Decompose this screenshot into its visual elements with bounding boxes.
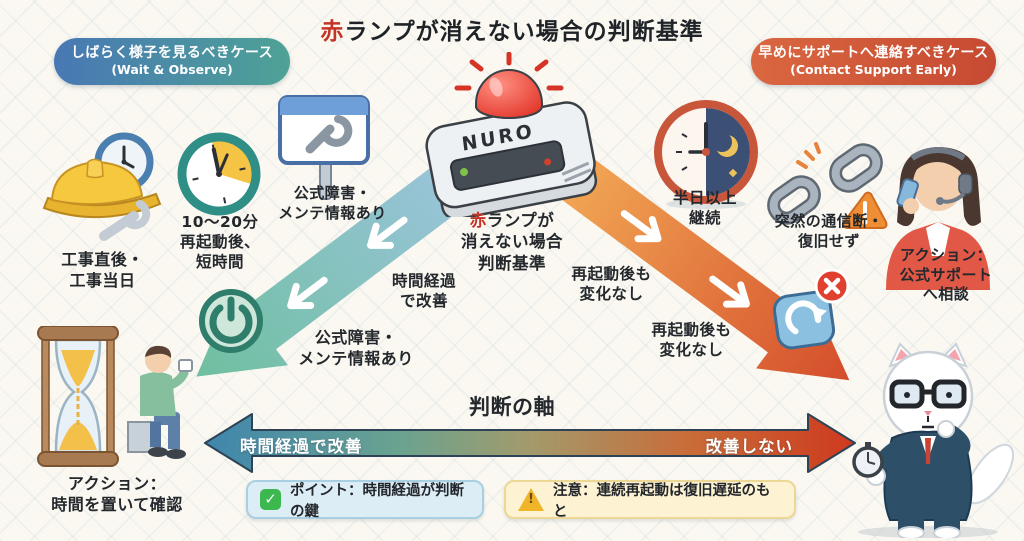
axis-title: 判断の軸 [469, 395, 555, 419]
white-arrow-icon [709, 275, 750, 308]
axis-right-label: 改善しない [705, 437, 793, 456]
half-day-clock-icon [654, 100, 758, 209]
check-icon: ✓ [260, 489, 281, 510]
business-cat-icon [852, 342, 1015, 538]
green-led-icon [460, 168, 469, 177]
no-change-note-2: 再起動後も 変化なし [651, 321, 732, 360]
maintenance-info-label: 公式障害・ メンテ情報あり [278, 184, 387, 222]
power-button-icon [199, 289, 263, 353]
waiting-person-icon [127, 345, 193, 459]
center-caption: 赤ランプが 消えない場合 判断基準 [461, 211, 563, 273]
hard-hat-icon [50, 160, 144, 206]
headset-band-icon [910, 147, 966, 161]
point-note-text: ポイント：時間経過が判断の鍵 [290, 482, 464, 520]
coffee-cup-icon [178, 359, 193, 372]
wrench-icon [99, 200, 151, 241]
warning-triangle-icon: ! [518, 488, 544, 511]
restart-blocked-icon [772, 268, 850, 350]
red-lamp-icon [475, 69, 543, 119]
white-arrow-icon [287, 276, 328, 310]
contact-support-label-jp: 早めにサポートへ連絡すべきケース [758, 44, 989, 61]
cat-nose [924, 411, 932, 416]
support-action-label: アクション： 公式サポート へ相談 [899, 246, 993, 303]
wait-flow-arrow [196, 157, 476, 377]
router-body: NURO [425, 101, 598, 217]
wait-observe-badge: しばらく様子を見るべきケース (Wait & Observe) [54, 38, 290, 85]
warning-triangle-icon [842, 191, 888, 229]
necktie [925, 438, 931, 464]
router-front-panel [449, 140, 566, 191]
headset-earcup-icon [958, 173, 973, 195]
construction-icon [42, 132, 162, 241]
decision-axis-arrow [204, 413, 856, 473]
title-rest: ランプが消えない場合の判断基準 [344, 19, 704, 45]
construction-label: 工事直後・ 工事当日 [61, 250, 144, 290]
short-restart-label: 10〜20分 再起動後、 短時間 [179, 213, 260, 272]
maintenance-info-note: 公式障害・ メンテ情報あり [298, 328, 414, 368]
white-arrow-icon [620, 210, 662, 243]
title-accent: 赤 [320, 19, 345, 45]
no-change-note-1: 再起動後も 変化なし [571, 265, 652, 304]
white-arrow-icon [367, 216, 408, 249]
wait-observe-label-jp: しばらく様子を見るべきケース [70, 44, 274, 61]
hourglass-icon [37, 326, 119, 467]
contact-support-badge: 早めにサポートへ連絡すべきケース (Contact Support Early) [751, 38, 996, 85]
support-agent-icon [886, 147, 990, 290]
red-led-icon [544, 158, 552, 166]
page-title: 赤ランプが消えない場合の判断基準 [0, 12, 1024, 46]
broken-chain-icon [767, 142, 888, 229]
alert-rays-icon [454, 52, 564, 91]
axis-left-label: 時間経過で改善 [240, 437, 363, 456]
point-note-badge: ✓ ポイント：時間経過が判断の鍵 [246, 480, 484, 520]
spark-lines-icon [796, 142, 821, 169]
stopwatch-icon [852, 442, 884, 478]
wrench-icon [305, 115, 353, 154]
restart-clock-icon [177, 132, 261, 216]
router-illustration: NURO [425, 52, 598, 217]
half-day-label: 半日以上 継続 [672, 189, 737, 228]
sudden-disconnect-label: 突然の通信断・ 復旧せず [774, 212, 884, 250]
improves-over-time-note: 時間経過 で改善 [391, 272, 456, 311]
wait-action-label: アクション： 時間を置いて確認 [51, 474, 183, 514]
maintenance-sign-icon [278, 95, 370, 200]
caution-note-text: 注意：連続再起動は復旧遅延のもと [553, 482, 771, 520]
caution-note-badge: ! 注意：連続再起動は復旧遅延のもと [504, 480, 796, 520]
contact-support-label-en: (Contact Support Early) [790, 62, 957, 78]
wait-observe-label-en: (Wait & Observe) [111, 62, 233, 78]
